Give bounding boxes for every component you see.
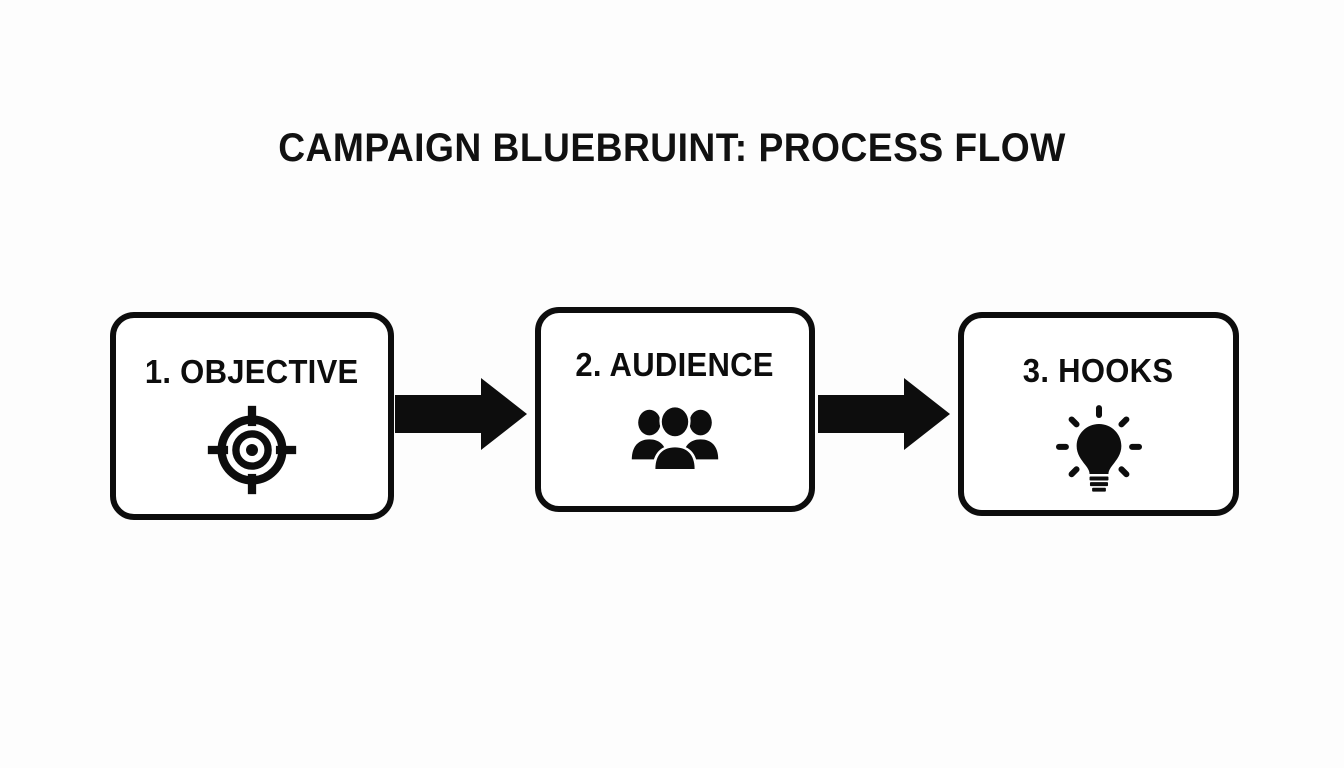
step-label-objective: 1. OBJECTIVE <box>145 353 359 390</box>
lightbulb-icon <box>1055 405 1142 492</box>
process-step-hooks[interactable]: 3. HOOKS <box>958 312 1239 516</box>
target-crosshair-icon <box>207 405 297 495</box>
process-step-objective[interactable]: 1. OBJECTIVE <box>110 312 394 520</box>
process-flow-row: 1. OBJECTIVE 2. AUDIENCE <box>0 300 1344 530</box>
page-title: CAMPAIGN BLUEBRUINT: PROCESS FLOW <box>278 126 1066 170</box>
arrow-right-icon-1 <box>395 378 527 450</box>
arrow-right-icon-2 <box>818 378 950 450</box>
people-group-icon <box>631 405 719 469</box>
step-label-hooks: 3. HOOKS <box>1023 352 1174 389</box>
process-step-audience[interactable]: 2. AUDIENCE <box>535 307 815 512</box>
step-label-audience: 2. AUDIENCE <box>575 346 775 383</box>
